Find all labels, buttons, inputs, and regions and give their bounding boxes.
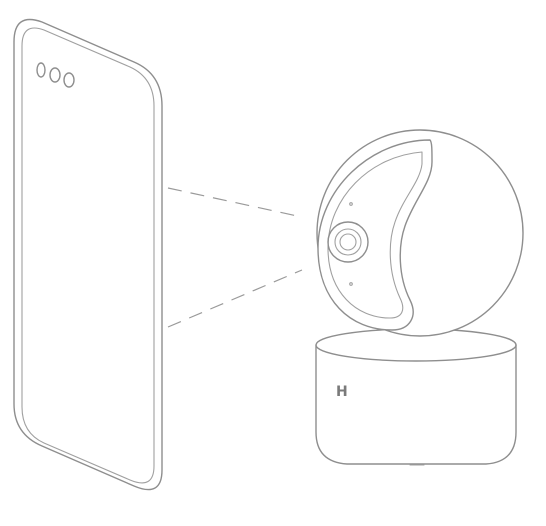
camera-indicator-bottom	[349, 282, 353, 286]
camera-lens-inner	[339, 233, 357, 251]
camera-base-body	[315, 344, 517, 465]
phone-lens-1-icon	[36, 62, 46, 78]
camera-base: H	[315, 328, 517, 466]
phone-camera-module	[36, 62, 75, 88]
camera-lens-outer	[327, 221, 369, 263]
camera-brand-logo: H	[336, 384, 348, 400]
phone-outer-body	[13, 18, 163, 491]
phone-lens-3-icon	[63, 72, 75, 88]
lower-connection-line	[167, 269, 303, 328]
upper-connection-line	[167, 187, 303, 218]
phone-lens-2-icon	[49, 67, 61, 83]
camera-face-plate-inner	[327, 151, 423, 319]
camera-lens-ring	[334, 228, 362, 256]
camera-face-plate	[317, 139, 433, 331]
phone-inner-edge	[21, 27, 155, 484]
connection-dashes	[167, 187, 303, 328]
security-camera: H	[315, 129, 524, 466]
smartphone	[13, 18, 163, 491]
camera-indicator-top	[349, 202, 353, 206]
camera-head	[316, 129, 524, 337]
